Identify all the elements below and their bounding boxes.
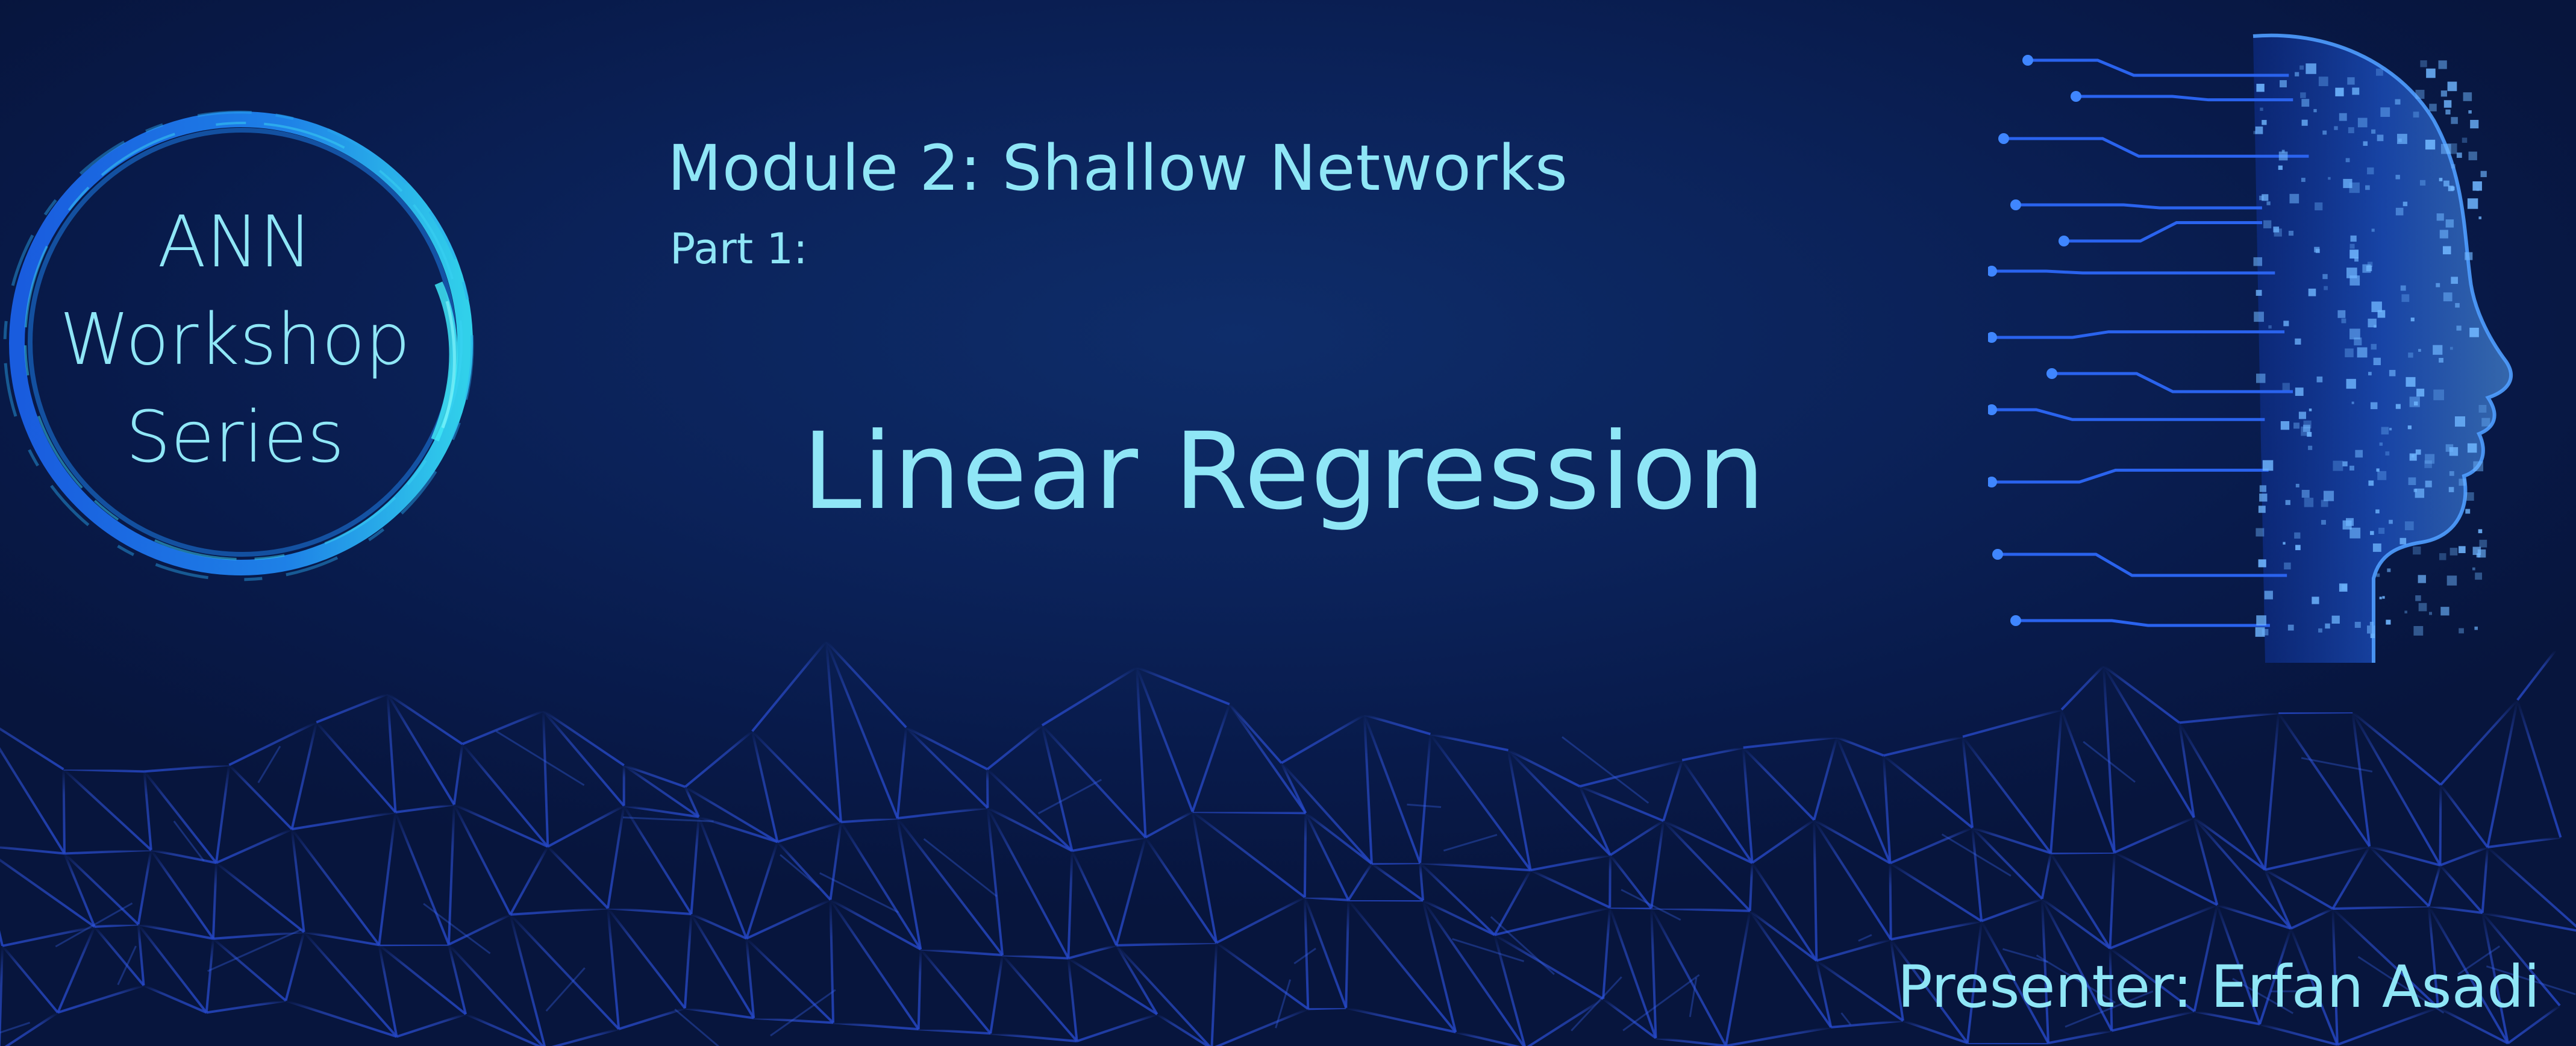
badge-title: ANN Workshop Series (24, 193, 446, 486)
badge-line-2: Workshop (59, 298, 411, 381)
main-title: Linear Regression (802, 410, 1766, 533)
badge-line-1: ANN (157, 200, 313, 283)
part-label: Part 1: (670, 224, 808, 274)
brush-circle-ring-icon (3, 110, 474, 581)
ai-circuit-head-icon (1988, 33, 2513, 663)
presenter-name: Presenter: Erfan Asadi (1897, 953, 2540, 1021)
badge-line-3: Series (125, 395, 345, 478)
module-title: Module 2: Shallow Networks (667, 131, 1569, 205)
